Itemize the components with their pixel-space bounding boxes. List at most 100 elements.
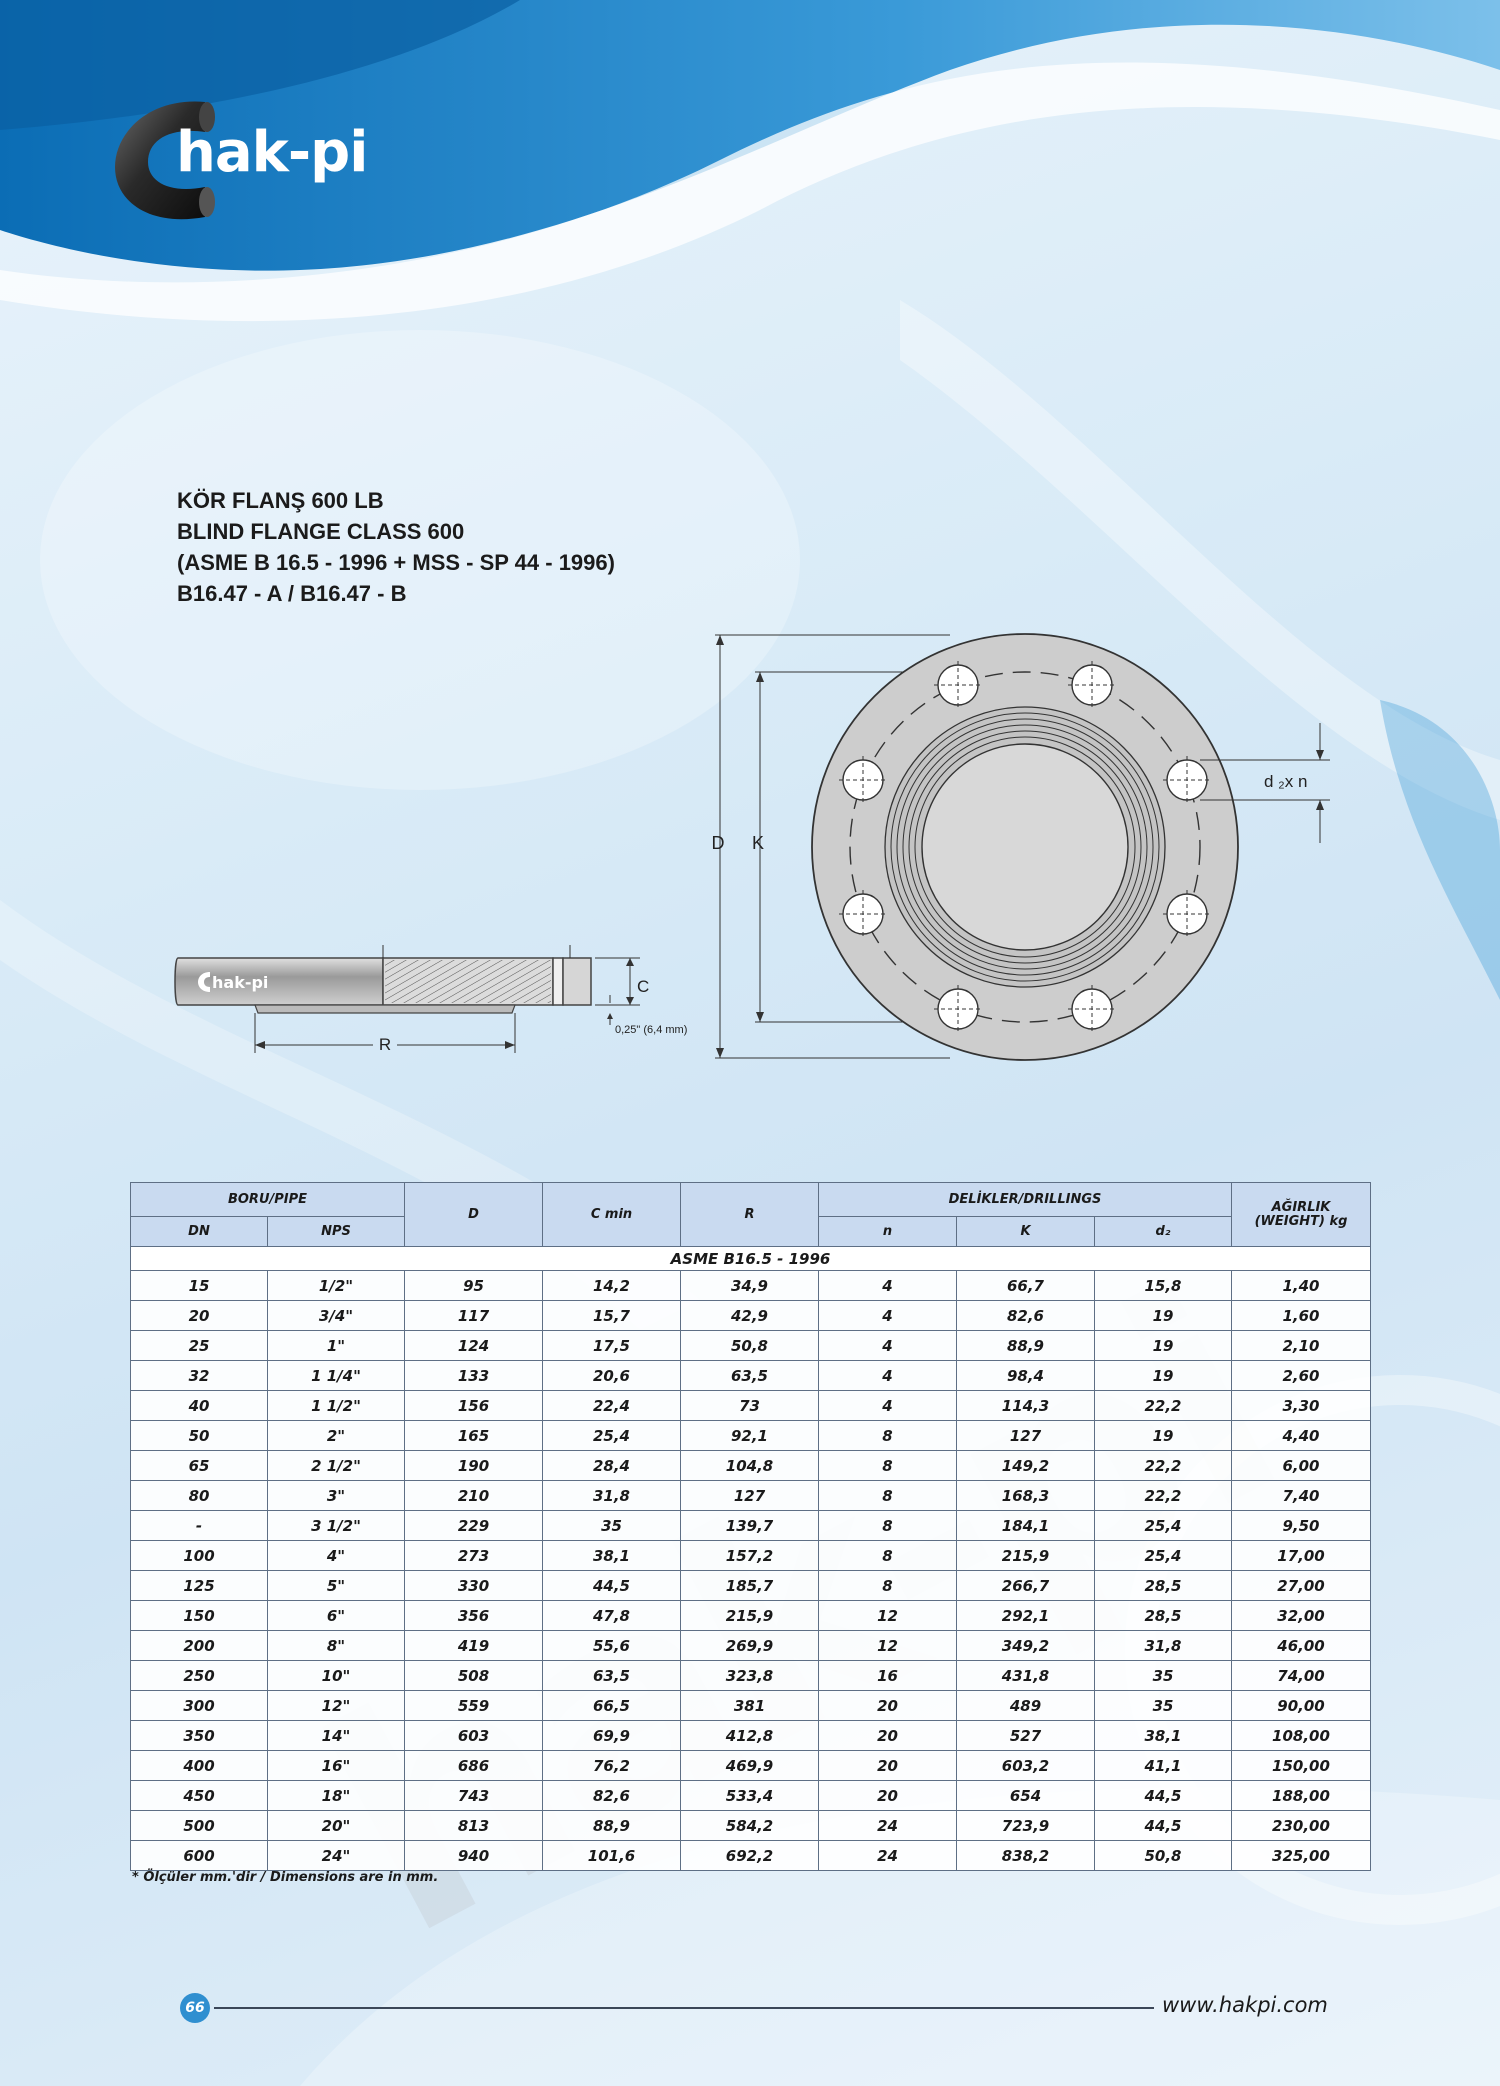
cell-k: 114,3 bbox=[956, 1390, 1095, 1421]
cell-dn: 65 bbox=[130, 1450, 268, 1481]
cell-k: 292,1 bbox=[956, 1600, 1095, 1631]
cell-d2: 15,8 bbox=[1094, 1270, 1232, 1301]
cell-d: 165 bbox=[404, 1420, 543, 1451]
cell-d2: 28,5 bbox=[1094, 1600, 1232, 1631]
cell-d: 940 bbox=[404, 1840, 543, 1871]
cell-nps: 2" bbox=[267, 1420, 405, 1451]
logo-c-pipe-icon bbox=[115, 101, 215, 220]
cell-d2: 25,4 bbox=[1094, 1540, 1232, 1571]
cell-n: 8 bbox=[818, 1540, 957, 1571]
cell-c-min: 20,6 bbox=[542, 1360, 681, 1391]
cell-n: 24 bbox=[818, 1840, 957, 1871]
cell-dn: 200 bbox=[130, 1630, 268, 1661]
title-tr: KÖR FLANŞ 600 LB bbox=[177, 488, 384, 513]
cell-dn: 50 bbox=[130, 1420, 268, 1451]
cell-d: 133 bbox=[404, 1360, 543, 1391]
cell-d: 95 bbox=[404, 1270, 543, 1301]
cell-weight: 1,60 bbox=[1231, 1300, 1371, 1331]
cell-dn: 350 bbox=[130, 1720, 268, 1751]
cell-weight: 32,00 bbox=[1231, 1600, 1371, 1631]
cell-dn: 32 bbox=[130, 1360, 268, 1391]
cell-nps: 6" bbox=[267, 1600, 405, 1631]
cell-r: 323,8 bbox=[680, 1660, 819, 1691]
cell-nps: 18" bbox=[267, 1780, 405, 1811]
cell-n: 20 bbox=[818, 1720, 957, 1751]
cell-c-min: 88,9 bbox=[542, 1810, 681, 1841]
header-nps: NPS bbox=[267, 1216, 405, 1247]
cell-r: 139,7 bbox=[680, 1510, 819, 1541]
cell-nps: 3/4" bbox=[267, 1300, 405, 1331]
cell-n: 8 bbox=[818, 1480, 957, 1511]
cell-k: 723,9 bbox=[956, 1810, 1095, 1841]
cell-nps: 12" bbox=[267, 1690, 405, 1721]
cell-c-min: 63,5 bbox=[542, 1660, 681, 1691]
cell-d2: 19 bbox=[1094, 1330, 1232, 1361]
cell-nps: 16" bbox=[267, 1750, 405, 1781]
cell-c-min: 22,4 bbox=[542, 1390, 681, 1421]
header-weight: AĞIRLIK (WEIGHT) kg bbox=[1231, 1182, 1371, 1247]
cell-c-min: 101,6 bbox=[542, 1840, 681, 1871]
cell-k: 66,7 bbox=[956, 1270, 1095, 1301]
small-logo-text: hak-pi bbox=[212, 973, 268, 992]
cell-nps: 20" bbox=[267, 1810, 405, 1841]
cell-k: 527 bbox=[956, 1720, 1095, 1751]
cell-k: 98,4 bbox=[956, 1360, 1095, 1391]
small-logo: hak-pi bbox=[198, 972, 268, 992]
cell-weight: 188,00 bbox=[1231, 1780, 1371, 1811]
cell-weight: 74,00 bbox=[1231, 1660, 1371, 1691]
cell-c-min: 66,5 bbox=[542, 1690, 681, 1721]
cell-d: 508 bbox=[404, 1660, 543, 1691]
cell-k: 215,9 bbox=[956, 1540, 1095, 1571]
cell-d2: 38,1 bbox=[1094, 1720, 1232, 1751]
spec-table: BORU/PIPE D C min R DELİKLER/DRILLINGS A… bbox=[130, 1182, 1371, 1871]
side-view bbox=[174, 945, 640, 1053]
cell-weight: 108,00 bbox=[1231, 1720, 1371, 1751]
header-dn: DN bbox=[130, 1216, 268, 1247]
header-n: n bbox=[818, 1216, 957, 1247]
cell-n: 8 bbox=[818, 1570, 957, 1601]
cell-n: 8 bbox=[818, 1420, 957, 1451]
cell-r: 63,5 bbox=[680, 1360, 819, 1391]
cell-nps: 1 1/2" bbox=[267, 1390, 405, 1421]
title-block: KÖR FLANŞ 600 LB BLIND FLANGE CLASS 600 … bbox=[177, 485, 615, 609]
cell-weight: 1,40 bbox=[1231, 1270, 1371, 1301]
cell-r: 185,7 bbox=[680, 1570, 819, 1601]
cell-k: 489 bbox=[956, 1690, 1095, 1721]
cell-c-min: 31,8 bbox=[542, 1480, 681, 1511]
cell-n: 20 bbox=[818, 1780, 957, 1811]
cell-dn: 300 bbox=[130, 1690, 268, 1721]
cell-d2: 44,5 bbox=[1094, 1810, 1232, 1841]
cell-n: 8 bbox=[818, 1510, 957, 1541]
cell-r: 73 bbox=[680, 1390, 819, 1421]
cell-d: 743 bbox=[404, 1780, 543, 1811]
cell-k: 149,2 bbox=[956, 1450, 1095, 1481]
cell-weight: 4,40 bbox=[1231, 1420, 1371, 1451]
cell-d: 603 bbox=[404, 1720, 543, 1751]
cell-nps: 14" bbox=[267, 1720, 405, 1751]
cell-k: 603,2 bbox=[956, 1750, 1095, 1781]
cell-n: 4 bbox=[818, 1270, 957, 1301]
cell-weight: 27,00 bbox=[1231, 1570, 1371, 1601]
label-d2-x-n: d ₂x n bbox=[1264, 772, 1307, 791]
cell-dn: 500 bbox=[130, 1810, 268, 1841]
cell-d: 330 bbox=[404, 1570, 543, 1601]
cell-c-min: 82,6 bbox=[542, 1780, 681, 1811]
label-c: C bbox=[637, 977, 649, 996]
cell-nps: 10" bbox=[267, 1660, 405, 1691]
cell-nps: 4" bbox=[267, 1540, 405, 1571]
cell-k: 168,3 bbox=[956, 1480, 1095, 1511]
website-link[interactable]: www.hakpi.com bbox=[1162, 1993, 1328, 2017]
cell-c-min: 25,4 bbox=[542, 1420, 681, 1451]
cell-weight: 3,30 bbox=[1231, 1390, 1371, 1421]
header-d: D bbox=[404, 1182, 543, 1247]
